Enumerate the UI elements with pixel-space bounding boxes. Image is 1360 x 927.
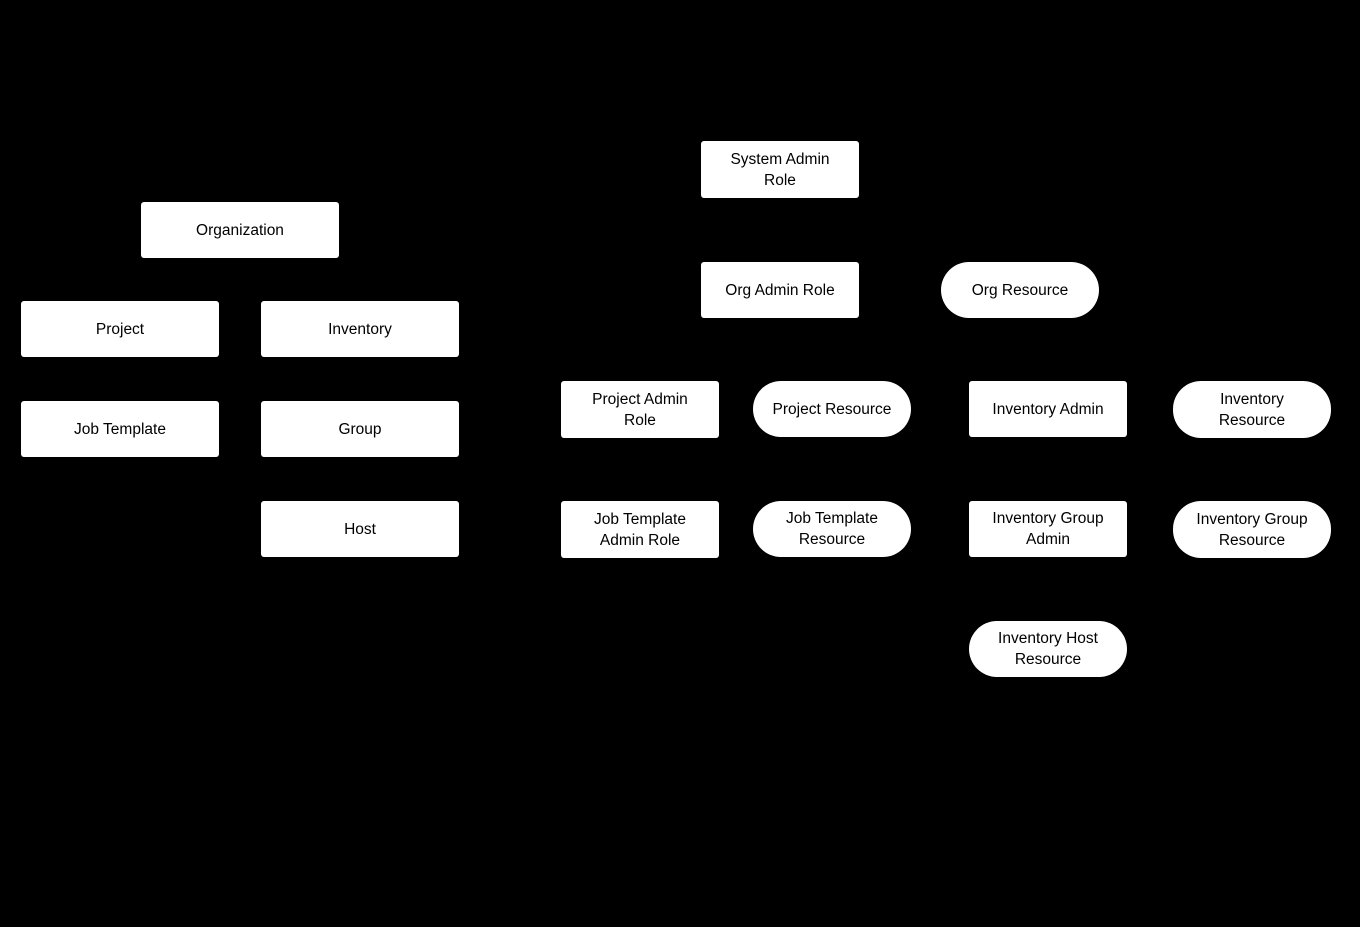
node-system-admin-role: System Admin Role <box>701 141 859 198</box>
node-inventory: Inventory <box>261 301 459 357</box>
node-job-template-resource: Job Template Resource <box>753 501 911 557</box>
node-inventory-admin: Inventory Admin <box>969 381 1127 437</box>
node-project-resource: Project Resource <box>753 381 911 437</box>
node-org-resource: Org Resource <box>941 262 1099 318</box>
node-inventory-group-admin: Inventory Group Admin <box>969 501 1127 557</box>
node-job-template-admin-role: Job Template Admin Role <box>561 501 719 558</box>
node-inventory-resource: Inventory Resource <box>1173 381 1331 438</box>
node-inventory-group-resource: Inventory Group Resource <box>1173 501 1331 558</box>
node-project-admin-role: Project Admin Role <box>561 381 719 438</box>
node-host: Host <box>261 501 459 557</box>
node-project: Project <box>21 301 219 357</box>
node-org-admin-role: Org Admin Role <box>701 262 859 318</box>
node-inventory-host-resource: Inventory Host Resource <box>969 621 1127 677</box>
node-organization: Organization <box>141 202 339 258</box>
node-group: Group <box>261 401 459 457</box>
node-job-template: Job Template <box>21 401 219 457</box>
